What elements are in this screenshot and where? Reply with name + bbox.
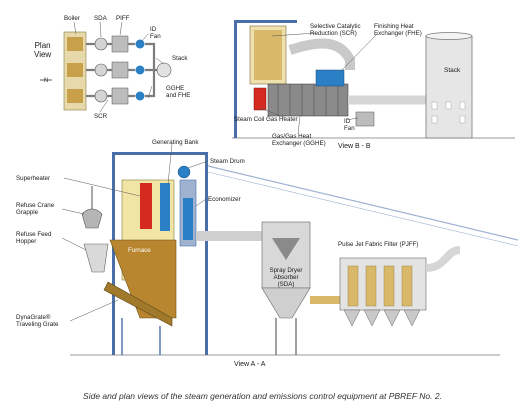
view-aa-refuse-crane-label: Refuse Crane Grapple xyxy=(16,202,55,216)
figure-caption: Side and plan views of the steam generat… xyxy=(83,391,442,401)
view-aa-dynagrate-label: DynaGrate® Traveling Grate xyxy=(16,314,59,328)
view-aa-spray-dryer-label: Spray Dryer Absorber (SDA) xyxy=(269,267,303,288)
view-bb-scr-label: Selective Catalytic Reduction (SCR) xyxy=(310,23,361,37)
view-aa-economizer-label: Economizer xyxy=(208,196,241,203)
plan-view-id-fan-label: ID Fan xyxy=(150,26,161,40)
plan-view-sda-label: SDA xyxy=(94,15,108,22)
plan-view-stack-label: Stack xyxy=(172,55,188,62)
view-bb-gghe-label: Gas/Gas Heat Exchanger (GGHE) xyxy=(272,133,326,147)
plan-view-piff-label: PIFF xyxy=(116,15,130,22)
view-aa-generating-bank-label: Generating Bank xyxy=(152,139,199,146)
view-bb-steam-coil-label: Steam Coil Gas Heater xyxy=(234,116,298,123)
view-aa xyxy=(70,152,519,356)
view-aa-piff-label: Pulse Jet Fabric Filter (PJFF) xyxy=(338,241,418,248)
plan-view-boiler-label: Boiler xyxy=(64,15,80,22)
view-aa-superheater-label: Superheater xyxy=(16,175,50,182)
view-aa-title: View A - A xyxy=(234,361,266,368)
leader-lines xyxy=(61,21,379,322)
plan-view-scr-label: SCR xyxy=(94,113,108,120)
view-aa-steam-drum-label: Steam Drum xyxy=(210,158,245,165)
view-bb-fhe-label: Finishing Heat Exchanger (FHE) xyxy=(374,23,422,37)
plan-view-gghe-fhe-label: GGHE and FHE xyxy=(166,85,191,99)
view-bb-id-fan-label: ID Fan xyxy=(344,118,355,132)
plan-view: N xyxy=(40,31,172,111)
plan-view-title: Plan View xyxy=(34,41,52,59)
view-bb-title: View B - B xyxy=(338,143,371,150)
view-aa-furnace-label: Furnace xyxy=(128,247,151,254)
view-bb-stack-label: Stack xyxy=(444,67,461,74)
view-aa-refuse-hopper-label: Refuse Feed Hopper xyxy=(16,231,52,245)
view-bb xyxy=(232,20,515,139)
svg-text:N: N xyxy=(44,78,48,84)
